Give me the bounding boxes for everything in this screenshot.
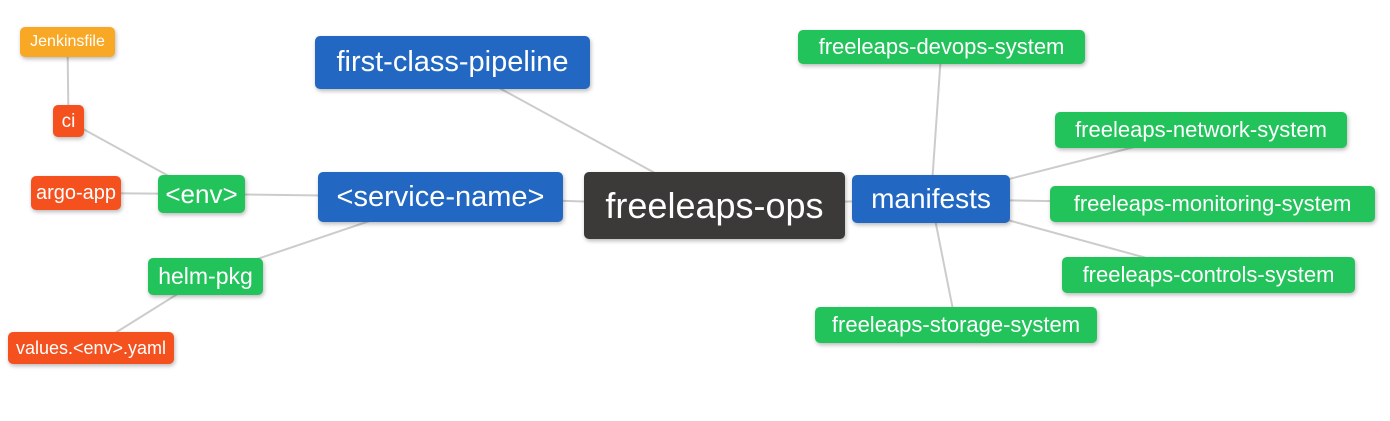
mindmap-node-freeleaps-ops[interactable]: freeleaps-ops: [584, 172, 845, 239]
mindmap-node-jenkinsfile[interactable]: Jenkinsfile: [20, 27, 115, 57]
mindmap-node-storage-system[interactable]: freeleaps-storage-system: [815, 307, 1097, 343]
mindmap-node-argo-app[interactable]: argo-app: [31, 176, 121, 210]
mindmap-node-network-system[interactable]: freeleaps-network-system: [1055, 112, 1347, 148]
mindmap-node-controls-system[interactable]: freeleaps-controls-system: [1062, 257, 1355, 293]
edge-manifests-devops-system: [930, 46, 943, 200]
mindmap-node-ci[interactable]: ci: [53, 105, 84, 137]
mindmap-node-helm-pkg[interactable]: helm-pkg: [148, 258, 263, 295]
mindmap-node-devops-system[interactable]: freeleaps-devops-system: [798, 30, 1085, 64]
mindmap-node-monitoring-system[interactable]: freeleaps-monitoring-system: [1050, 186, 1375, 222]
mindmap-node-manifests[interactable]: manifests: [852, 175, 1010, 223]
mindmap-node-values-env-yaml[interactable]: values.<env>.yaml: [8, 332, 174, 364]
mindmap-node-first-class-pipeline[interactable]: first-class-pipeline: [315, 36, 590, 89]
mindmap-node-env[interactable]: <env>: [158, 175, 245, 213]
mindmap-node-service-name[interactable]: <service-name>: [318, 172, 563, 222]
